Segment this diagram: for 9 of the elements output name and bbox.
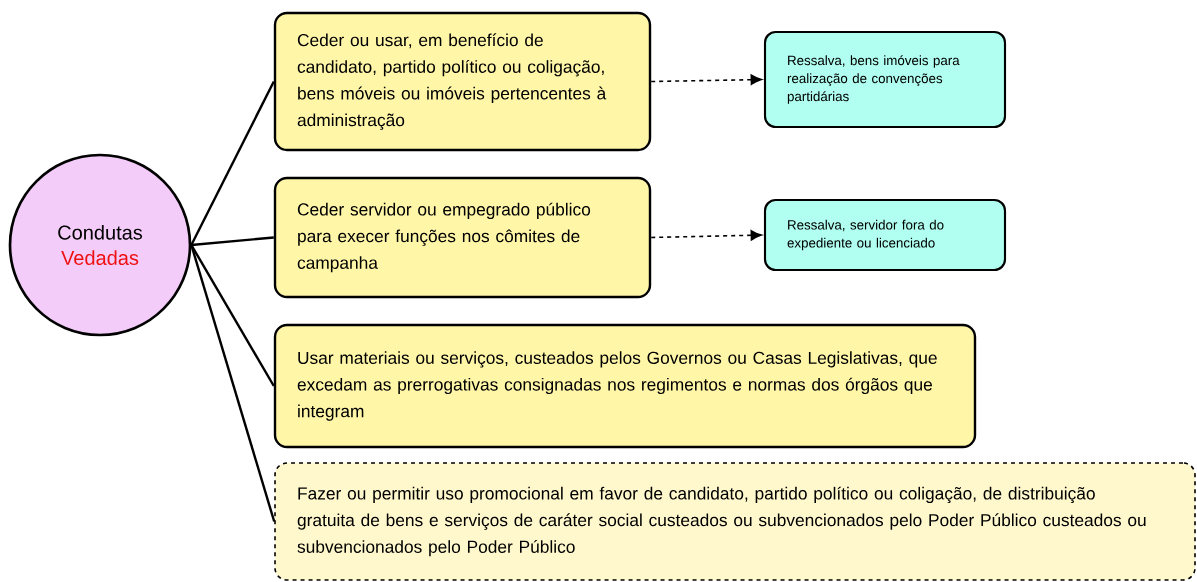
connector xyxy=(650,74,762,85)
connector xyxy=(190,80,275,246)
connector xyxy=(190,244,275,387)
connector xyxy=(650,230,762,241)
exception-box: Ressalva, servidor fora do expediente ou licenciado xyxy=(763,198,1007,272)
connector xyxy=(190,244,276,522)
connector xyxy=(191,236,274,247)
exception-box: Ressalva, bens imóveis para realização de convenções partidárias xyxy=(763,30,1007,129)
rule-box: Fazer ou permitir uso promocional em favor de candidato, partido político ou coligação, de distribuição gratuita de bens e serviços de caráter social custeados ou subvencionados pelo Poder Público custeados ou subvencionados pelo Poder Público xyxy=(274,462,1196,581)
